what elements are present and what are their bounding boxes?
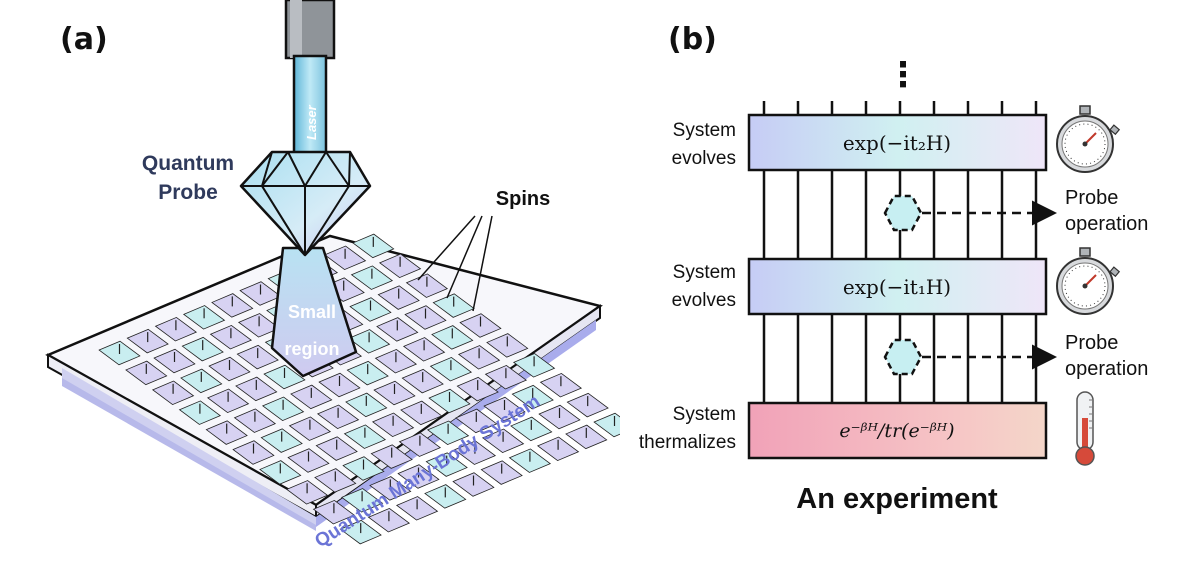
evolve-top-block [747, 113, 1048, 172]
hexagon-probe-icon [883, 194, 923, 232]
thermal-block [747, 401, 1048, 460]
region-label-line2: region [284, 339, 339, 359]
probe-label-line1: Quantum [142, 152, 234, 175]
thermal-formula: e⁻ᵝᴴ/tr(e⁻ᵝᴴ) [839, 420, 954, 442]
small-region-cone [270, 246, 358, 378]
spins-label: Spins [496, 188, 550, 210]
evolve-top-label-line1: System [673, 120, 736, 141]
laser-label: Laser [304, 104, 319, 140]
probe-bottom-label-line1: Probe [1065, 332, 1118, 354]
evolve-bottom-label-line1: System [673, 262, 736, 283]
hexagon-probe-icon [883, 338, 923, 376]
experiment-caption: An experiment [796, 483, 998, 515]
probe-bottom-label-line2: operation [1065, 358, 1148, 380]
evolve-bottom-label-line2: evolves [672, 290, 736, 311]
stopwatch-icon [1056, 105, 1121, 173]
probe-top-label-line1: Probe [1065, 187, 1118, 209]
spin-grid [98, 233, 620, 545]
panel-b-label: (b) [668, 22, 717, 57]
evolve-top-label-line2: evolves [672, 148, 736, 169]
panel-a-illustration: Laser Quantum Probe Spins Small region Q… [45, 0, 620, 552]
thermal-label-line1: System [673, 404, 736, 425]
thermal-label-line2: thermalizes [639, 432, 736, 453]
probe-label-line2: Probe [158, 181, 218, 204]
diamond-icon [239, 150, 372, 257]
evolve-bottom-formula: exp(−it₁H) [843, 275, 951, 299]
laser-beam-icon [284, 0, 336, 164]
spin-cell [593, 412, 620, 438]
stopwatch-icon [1056, 247, 1121, 315]
evolve-top-formula: exp(−it₂H) [843, 131, 951, 155]
evolve-bottom-block [747, 257, 1048, 316]
ellipsis: ⋮ [886, 55, 920, 95]
probe-top-label-line2: operation [1065, 213, 1148, 235]
panel-b-circuit: ⋮ exp(−it₂H) exp(−it₁H) e⁻ᵝᴴ/tr(e⁻ᵝᴴ) Sy… [639, 55, 1149, 515]
thermometer-icon [1075, 391, 1095, 466]
panel-a-label: (a) [60, 22, 108, 57]
region-label-line1: Small [288, 302, 336, 322]
spins-pointer-lines [417, 215, 493, 312]
